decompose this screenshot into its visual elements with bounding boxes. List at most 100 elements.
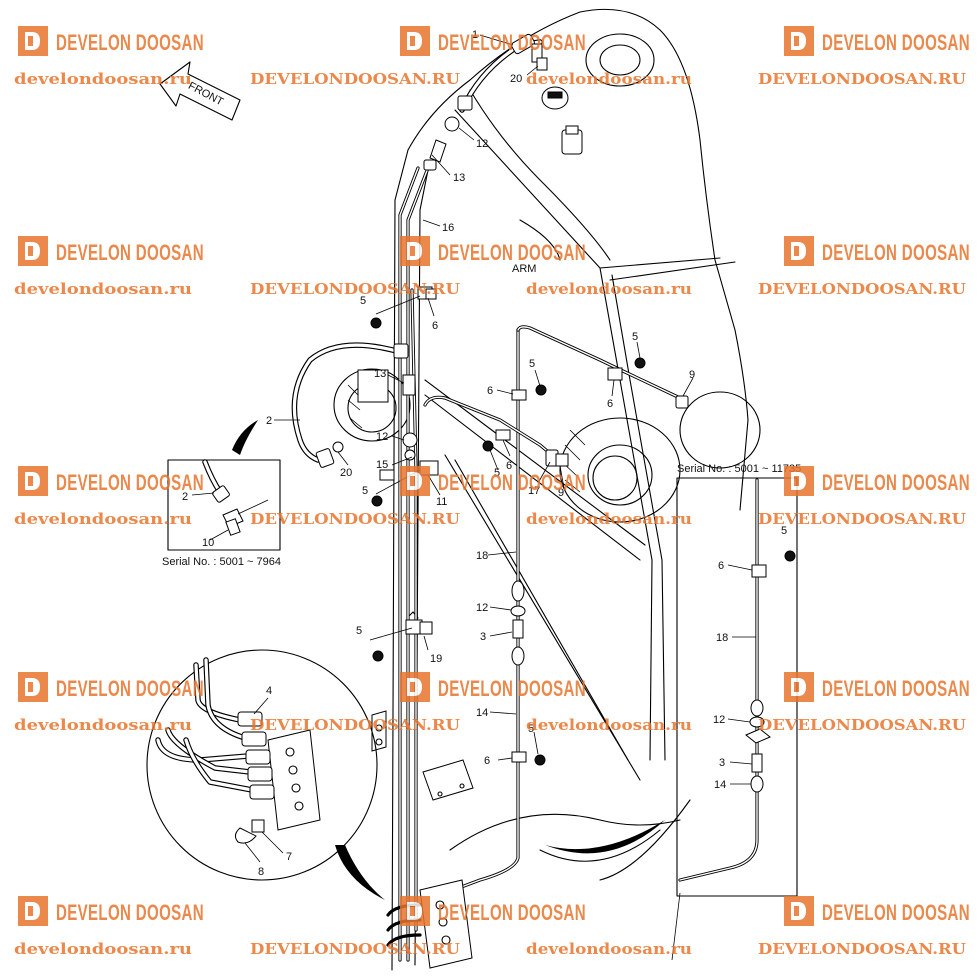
watermark-tile: DEVELON DOOSAN DEVELONDOOSAN.RU xyxy=(758,236,970,298)
callout-12-top: 12 xyxy=(476,138,488,150)
watermark-url: develondoosan.ru xyxy=(14,940,192,958)
watermark-brand: DEVELON DOOSAN xyxy=(822,470,970,495)
callout-5-c: 5 xyxy=(529,358,535,370)
watermark-url: develondoosan.ru xyxy=(526,940,692,958)
watermark-brand: DEVELON DOOSAN xyxy=(822,240,970,265)
callout-6-a: 6 xyxy=(432,320,438,332)
callout-14: 14 xyxy=(476,707,488,719)
watermark-url: develondoosan.ru xyxy=(14,510,192,528)
arm-structure xyxy=(333,8,761,971)
callout-1: 1 xyxy=(472,29,478,41)
callout-5-a: 5 xyxy=(360,295,366,307)
develon-logo-icon xyxy=(18,896,48,926)
callout-8: 8 xyxy=(258,866,264,878)
watermark-url: develondoosan.ru xyxy=(526,716,692,734)
manifold-detail-circle xyxy=(146,649,378,881)
watermark-url: develondoosan.ru xyxy=(526,70,692,88)
watermark-url: develondoosan.ru xyxy=(526,280,692,298)
leader-lines xyxy=(274,34,694,761)
develon-logo-icon xyxy=(18,26,48,56)
watermark-tile: DEVELON DOOSAN develondoosan.ru xyxy=(14,466,204,528)
watermark-tile: DEVELON DOOSAN DEVELONDOOSAN.RU develondoo… xyxy=(250,672,692,734)
develon-logo-icon xyxy=(400,236,430,266)
callout-5-e: 5 xyxy=(632,331,638,343)
develon-logo-icon xyxy=(784,466,814,496)
develon-logo-icon xyxy=(400,896,430,926)
watermark-brand: DEVELON DOOSAN xyxy=(822,676,970,701)
arm-label: ARM xyxy=(512,263,536,275)
callout-12-mid: 12 xyxy=(376,431,388,443)
callout-right-5: 5 xyxy=(781,525,787,537)
fittings xyxy=(315,33,689,766)
callout-12-low: 12 xyxy=(476,602,488,614)
callout-right-18: 18 xyxy=(716,632,728,644)
callout-17: 17 xyxy=(528,485,540,497)
inset-left-serial-7964 xyxy=(167,459,281,551)
callout-9-right: 9 xyxy=(689,369,695,381)
callout-6-d: 6 xyxy=(607,398,613,410)
callout-right-14: 14 xyxy=(714,779,726,791)
watermark-brand: DEVELON DOOSAN xyxy=(438,676,586,701)
callout-right-12: 12 xyxy=(713,714,725,726)
watermark-url: DEVELONDOOSAN.RU xyxy=(758,940,966,958)
callout-right-6: 6 xyxy=(718,560,724,572)
watermark-url: DEVELONDOOSAN.RU xyxy=(758,716,966,734)
watermark-url: DEVELONDOOSAN.RU xyxy=(250,940,460,958)
watermark-brand: DEVELON DOOSAN xyxy=(438,470,586,495)
callout-right-3: 3 xyxy=(719,757,725,769)
develon-logo-icon xyxy=(18,672,48,702)
watermark-tile: DEVELON DOOSAN develondoosan.ru xyxy=(14,672,204,734)
front-label: FRONT xyxy=(186,80,225,109)
callout-19: 19 xyxy=(430,653,442,665)
callout-numbers: 1 20 12 13 16 5 6 2 13 12 20 15 5 11 5 6… xyxy=(182,29,787,878)
watermark-url: DEVELONDOOSAN.RU xyxy=(250,510,460,528)
callout-5-b: 5 xyxy=(362,485,368,497)
develon-logo-icon xyxy=(18,466,48,496)
develon-logo-icon xyxy=(784,236,814,266)
callout-6-b: 6 xyxy=(487,385,493,397)
watermark-url: DEVELONDOOSAN.RU xyxy=(758,70,966,88)
develon-logo-icon xyxy=(18,236,48,266)
develon-logo-icon xyxy=(784,26,814,56)
callout-20-top: 20 xyxy=(510,73,522,85)
watermark-brand: DEVELON DOOSAN xyxy=(56,676,204,701)
watermark-url: DEVELONDOOSAN.RU xyxy=(250,716,460,734)
watermark-url: develondoosan.ru xyxy=(526,510,692,528)
watermark-url: develondoosan.ru xyxy=(14,716,192,734)
watermark-url: DEVELONDOOSAN.RU xyxy=(758,280,966,298)
circle-pointer-arrow xyxy=(335,845,385,900)
develon-logo-icon xyxy=(400,26,430,56)
watermark-brand: DEVELON DOOSAN xyxy=(822,30,970,55)
watermark-brand: DEVELON DOOSAN xyxy=(438,30,586,55)
watermark-tile: DEVELON DOOSAN DEVELONDOOSAN.RU xyxy=(758,672,970,734)
watermark-brand: DEVELON DOOSAN xyxy=(56,240,204,265)
watermark-tile: DEVELON DOOSAN DEVELONDOOSAN.RU develondoo… xyxy=(250,26,692,88)
watermark-brand: DEVELON DOOSAN xyxy=(56,30,204,55)
callout-10: 10 xyxy=(202,537,214,549)
callout-inset-2: 2 xyxy=(182,491,188,503)
develon-logo-icon xyxy=(784,672,814,702)
callout-13-top: 13 xyxy=(453,172,465,184)
callout-5-d: 5 xyxy=(494,467,500,479)
callout-5-f: 5 xyxy=(528,723,534,735)
watermark-url: DEVELONDOOSAN.RU xyxy=(250,70,460,88)
inset-pointer-arrow xyxy=(232,420,258,455)
develon-logo-icon xyxy=(400,672,430,702)
serial-right-label: Serial No. : 5001 ~ 11735 xyxy=(677,463,801,475)
watermark-tile: DEVELON DOOSAN DEVELONDOOSAN.RU xyxy=(758,26,970,88)
callout-2: 2 xyxy=(266,415,272,427)
callout-5-g: 5 xyxy=(356,625,362,637)
callout-20-mid: 20 xyxy=(340,467,352,479)
callout-3: 3 xyxy=(480,631,486,643)
develon-logo-icon xyxy=(400,466,430,496)
watermark-brand: DEVELON DOOSAN xyxy=(56,470,204,495)
serial-left-label: Serial No. : 5001 ~ 7964 xyxy=(162,556,281,568)
